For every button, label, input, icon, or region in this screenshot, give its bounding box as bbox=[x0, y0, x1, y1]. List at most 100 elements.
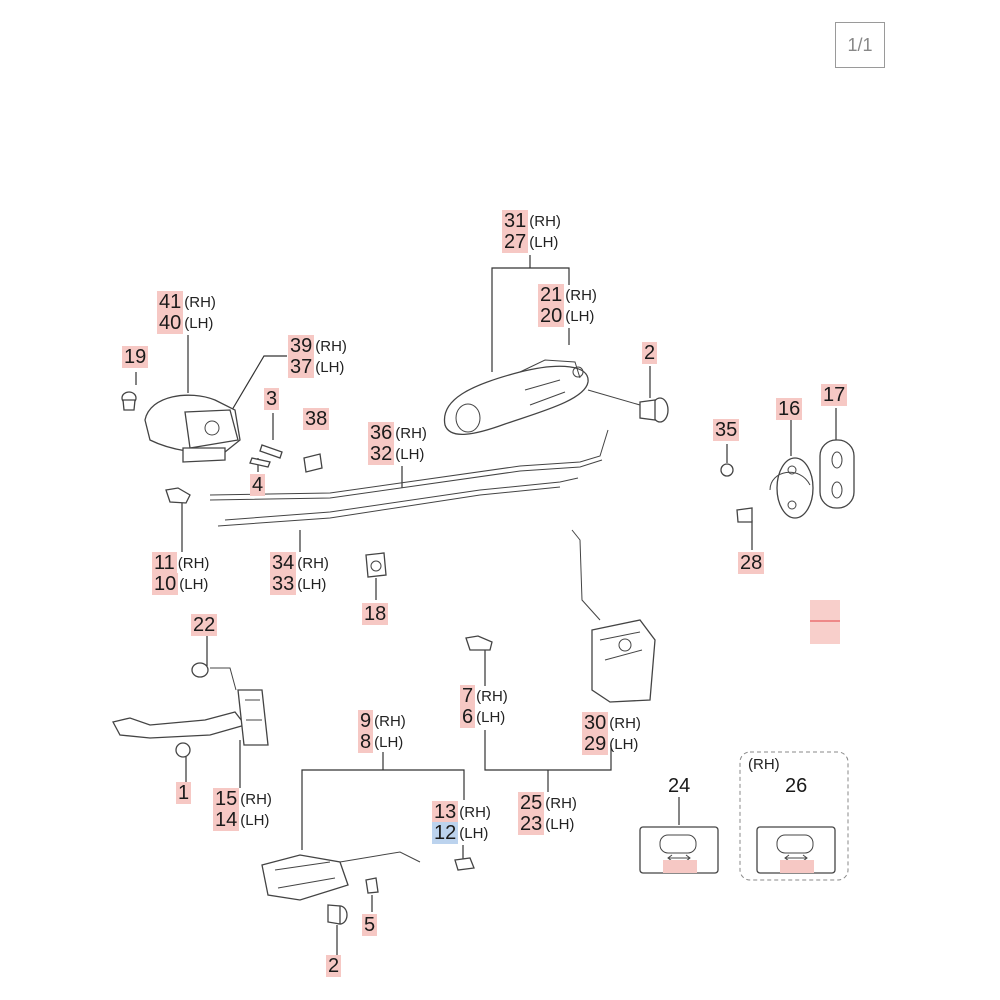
callout-number: 13 bbox=[432, 801, 459, 823]
callout-33-lh[interactable]: 33(LH) bbox=[270, 573, 326, 595]
clips-sketch bbox=[165, 487, 387, 578]
side-label-rh: (RH) bbox=[459, 803, 491, 821]
callout-24[interactable]: 24 bbox=[666, 775, 692, 797]
callout-6-lh[interactable]: 6(LH) bbox=[460, 706, 505, 728]
callout-13-rh[interactable]: 13(RH) bbox=[432, 801, 491, 823]
callout-number: 16 bbox=[776, 398, 803, 420]
callout-21-rh[interactable]: 21(RH) bbox=[538, 284, 597, 306]
side-label-rh: (RH) bbox=[297, 554, 329, 572]
callout-number: 6 bbox=[460, 706, 476, 728]
callout-number: 31 bbox=[502, 210, 529, 232]
callout-37-lh[interactable]: 37(LH) bbox=[288, 356, 344, 378]
callout-16[interactable]: 16 bbox=[776, 398, 803, 420]
callout-number: 7 bbox=[460, 685, 476, 707]
callout-10-lh[interactable]: 10(LH) bbox=[152, 573, 208, 595]
side-label-rh: (RH) bbox=[240, 790, 272, 808]
callout-number: 17 bbox=[821, 384, 848, 406]
callout-1[interactable]: 1 bbox=[176, 782, 192, 804]
door-latch-sketch bbox=[571, 529, 656, 703]
side-label-lh: (LH) bbox=[297, 575, 327, 593]
callout-27-lh[interactable]: 27(LH) bbox=[502, 231, 558, 253]
screw-sketch bbox=[639, 397, 669, 423]
callout-number: 30 bbox=[582, 712, 609, 734]
side-label-rh: (RH) bbox=[609, 714, 641, 732]
callout-number-selected: 12 bbox=[432, 822, 459, 844]
callout-number: 21 bbox=[538, 284, 565, 306]
callout-28[interactable]: 28 bbox=[738, 552, 765, 574]
callout-number: 2 bbox=[642, 342, 658, 364]
callout-12-lh-selected[interactable]: 12(LH) bbox=[432, 822, 488, 844]
side-label-lh: (LH) bbox=[184, 314, 214, 332]
callout-26[interactable]: 26 bbox=[783, 775, 809, 797]
callout-number: 32 bbox=[368, 443, 395, 465]
callout-25-rh[interactable]: 25(RH) bbox=[518, 792, 577, 814]
callout-number: 27 bbox=[502, 231, 529, 253]
callout-number: 34 bbox=[270, 552, 297, 574]
callout-number: 1 bbox=[176, 782, 192, 804]
page-indicator[interactable]: 1/1 bbox=[835, 22, 885, 68]
side-label-lh: (LH) bbox=[476, 708, 506, 726]
callout-number: 28 bbox=[738, 552, 765, 574]
callout-number: 23 bbox=[518, 813, 545, 835]
callout-31-rh[interactable]: 31(RH) bbox=[502, 210, 561, 232]
callout-32-lh[interactable]: 32(LH) bbox=[368, 443, 424, 465]
callout-number: 9 bbox=[358, 710, 374, 732]
callout-2-lower[interactable]: 2 bbox=[326, 955, 342, 977]
callout-19[interactable]: 19 bbox=[122, 346, 149, 368]
callout-22[interactable]: 22 bbox=[191, 614, 218, 636]
side-label-lh: (LH) bbox=[545, 815, 575, 833]
side-label-lh: (LH) bbox=[529, 233, 559, 251]
side-label-rh: (RH) bbox=[476, 687, 508, 705]
callout-number: 15 bbox=[213, 788, 240, 810]
callout-8-lh[interactable]: 8(LH) bbox=[358, 731, 403, 753]
side-label-rh: (RH) bbox=[545, 794, 577, 812]
rh-only-tag: (RH) bbox=[748, 756, 780, 773]
callout-number: 41 bbox=[157, 291, 184, 313]
callout-38[interactable]: 38 bbox=[303, 408, 330, 430]
side-label-lh: (LH) bbox=[565, 307, 595, 325]
callout-41-rh[interactable]: 41(RH) bbox=[157, 291, 216, 313]
outside-handle-sketch bbox=[443, 359, 641, 436]
clip-sketch bbox=[465, 635, 493, 651]
side-label-rh: (RH) bbox=[395, 424, 427, 442]
side-label-rh: (RH) bbox=[529, 212, 561, 230]
callout-number: 26 bbox=[785, 775, 808, 797]
side-label-rh: (RH) bbox=[177, 554, 210, 572]
callout-11-rh[interactable]: 11(RH) bbox=[152, 552, 209, 574]
side-label-rh: (RH) bbox=[315, 337, 347, 355]
callout-18[interactable]: 18 bbox=[362, 603, 389, 625]
callout-number: 2 bbox=[326, 955, 342, 977]
callout-3[interactable]: 3 bbox=[264, 388, 280, 410]
callout-5[interactable]: 5 bbox=[362, 914, 378, 936]
callout-29-lh[interactable]: 29(LH) bbox=[582, 733, 638, 755]
callout-number: 36 bbox=[368, 422, 395, 444]
callout-30-rh[interactable]: 30(RH) bbox=[582, 712, 641, 734]
callout-17[interactable]: 17 bbox=[821, 384, 848, 406]
callout-34-rh[interactable]: 34(RH) bbox=[270, 552, 329, 574]
callout-36-rh[interactable]: 36(RH) bbox=[368, 422, 427, 444]
callout-number: 37 bbox=[288, 356, 315, 378]
cap-sketch bbox=[303, 453, 323, 473]
side-label-lh: (LH) bbox=[395, 445, 425, 463]
actuator-sketch bbox=[261, 851, 475, 925]
callout-23-lh[interactable]: 23(LH) bbox=[518, 813, 574, 835]
callout-39-rh[interactable]: 39(RH) bbox=[288, 335, 347, 357]
callout-number: 24 bbox=[668, 775, 691, 797]
callout-15-rh[interactable]: 15(RH) bbox=[213, 788, 272, 810]
callout-4[interactable]: 4 bbox=[250, 474, 266, 496]
callout-number: 14 bbox=[213, 809, 240, 831]
callout-7-rh[interactable]: 7(RH) bbox=[460, 685, 508, 707]
callout-2-upper[interactable]: 2 bbox=[642, 342, 658, 364]
callout-number: 38 bbox=[303, 408, 330, 430]
callout-number: 8 bbox=[358, 731, 374, 753]
callout-14-lh[interactable]: 14(LH) bbox=[213, 809, 269, 831]
callout-35[interactable]: 35 bbox=[713, 419, 740, 441]
callout-20-lh[interactable]: 20(LH) bbox=[538, 305, 594, 327]
callout-9-rh[interactable]: 9(RH) bbox=[358, 710, 406, 732]
callout-40-lh[interactable]: 40(LH) bbox=[157, 312, 213, 334]
highlight-legend-swatch bbox=[810, 600, 840, 644]
striker-sketch bbox=[720, 439, 855, 523]
side-label-lh: (LH) bbox=[315, 358, 345, 376]
side-label-lh: (LH) bbox=[609, 735, 639, 753]
